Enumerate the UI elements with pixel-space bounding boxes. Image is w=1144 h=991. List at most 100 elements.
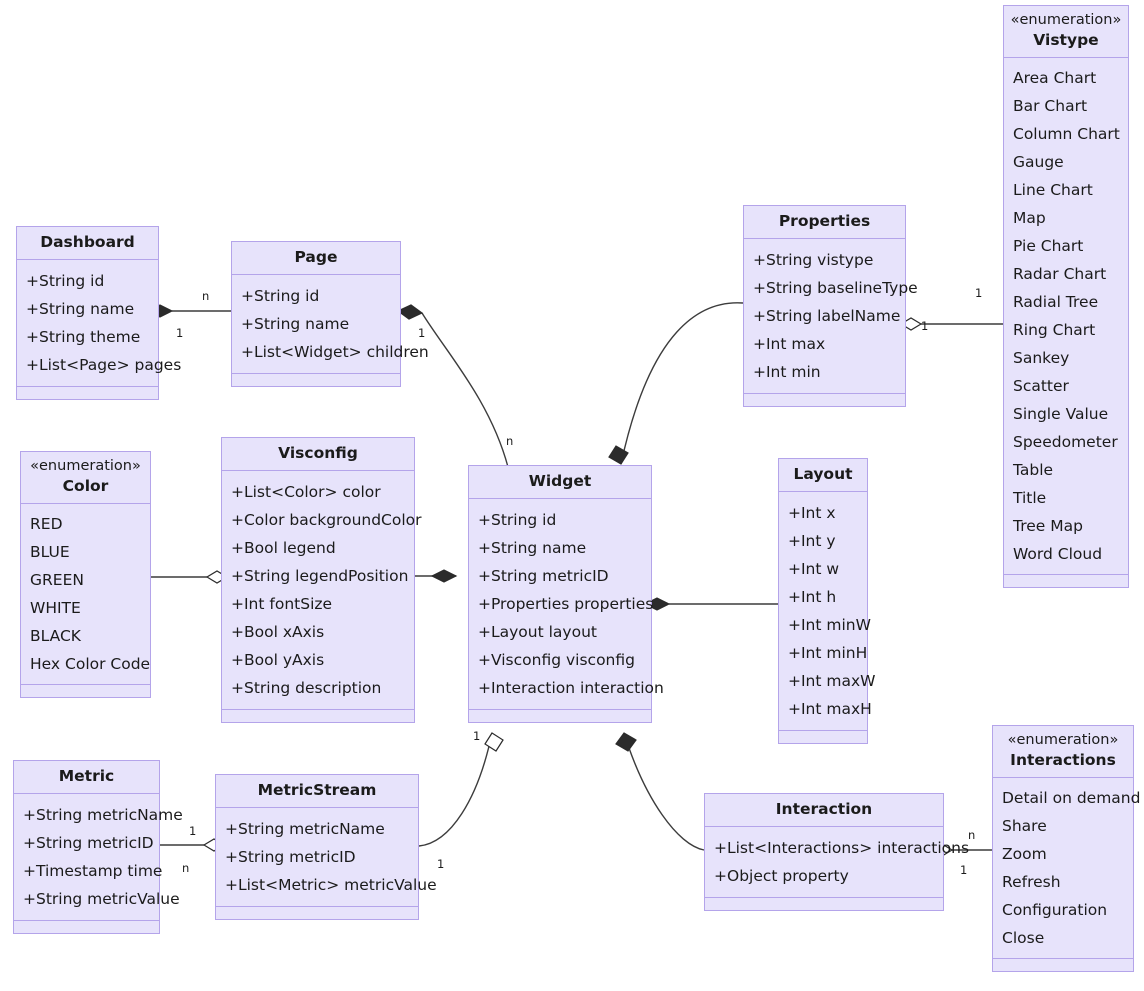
attr-row: +Bool legend xyxy=(231,539,336,557)
edge-properties-widget xyxy=(620,302,744,465)
attr-row: +Int fontSize xyxy=(231,595,333,613)
class-box-metricstream[interactable]: MetricStream +String metricName +String … xyxy=(215,774,437,920)
class-name-properties: Properties xyxy=(778,212,871,230)
attr-row: Table xyxy=(1013,461,1054,479)
attr-row: +String name xyxy=(26,300,135,318)
multiplicity-metricstream-widget-1: 1 xyxy=(437,857,445,871)
class-footer-page xyxy=(232,373,400,386)
attr-row: +String description xyxy=(231,679,382,697)
class-attrs-color: RED BLUE GREEN WHITE BLACK Hex Color Cod… xyxy=(21,504,150,684)
class-header-properties: Properties xyxy=(744,206,905,239)
attr-row: +List<Widget> children xyxy=(241,343,429,361)
class-header-page: Page xyxy=(232,242,400,275)
attr-row: +String metricID xyxy=(23,834,154,852)
attr-row: Share xyxy=(1002,817,1047,835)
class-name-dashboard: Dashboard xyxy=(40,233,135,251)
attr-row: +String id xyxy=(241,287,320,305)
multiplicity-properties-vistype-left: 1 xyxy=(921,319,929,333)
attr-row: +String metricName xyxy=(23,806,183,824)
class-footer-metricstream xyxy=(216,906,418,919)
class-header-widget: Widget xyxy=(469,466,651,499)
class-attrs-interaction: +List<Interactions> interactions +Object… xyxy=(705,827,970,897)
attr-row: Speedometer xyxy=(1013,433,1118,451)
class-box-interactions[interactable]: «enumeration» Interactions Detail on dem… xyxy=(992,725,1141,972)
stereotype-label-vistype: «enumeration» xyxy=(1010,12,1122,28)
class-header-layout: Layout xyxy=(779,459,867,492)
class-box-metric[interactable]: Metric +String metricName +String metric… xyxy=(13,760,183,934)
class-header-metricstream: MetricStream xyxy=(216,775,418,808)
attr-row: +Int h xyxy=(788,588,837,606)
class-box-properties[interactable]: Properties +String vistype +String basel… xyxy=(743,205,918,407)
class-name-interactions: Interactions xyxy=(1010,751,1116,769)
multiplicity-page-widget-n: n xyxy=(506,434,514,448)
class-name-interaction: Interaction xyxy=(775,800,873,818)
multiplicity-widget-metricstream-1: 1 xyxy=(473,729,481,743)
class-footer-color xyxy=(21,684,150,697)
attr-row: +String name xyxy=(241,315,350,333)
class-header-interactions: «enumeration» Interactions xyxy=(993,726,1133,778)
multiplicity-dashboard-page-1: 1 xyxy=(176,326,184,340)
class-footer-vistype xyxy=(1004,574,1128,587)
attr-row: +Bool xAxis xyxy=(231,623,325,641)
attr-row: +String baselineType xyxy=(753,279,918,297)
class-attrs-layout: +Int x +Int y +Int w +Int h +Int minW +I… xyxy=(779,492,876,730)
attr-row: +String vistype xyxy=(753,251,874,269)
attr-row: GREEN xyxy=(30,571,84,589)
attr-row: +Int x xyxy=(788,504,836,522)
attr-row: +Int maxW xyxy=(788,672,876,690)
class-attrs-metricstream: +String metricName +String metricID +Lis… xyxy=(216,808,437,906)
class-name-metricstream: MetricStream xyxy=(257,781,377,799)
stereotype-label-color: «enumeration» xyxy=(30,458,141,474)
attr-row: Ring Chart xyxy=(1013,321,1096,339)
class-header-dashboard: Dashboard xyxy=(17,227,158,260)
class-box-color[interactable]: «enumeration» Color RED BLUE GREEN WHITE… xyxy=(20,451,151,698)
attr-row: +String metricName xyxy=(225,820,385,838)
multiplicity-page-widget-1: 1 xyxy=(418,326,426,340)
attr-row: Zoom xyxy=(1002,845,1047,863)
attr-row: Refresh xyxy=(1002,873,1061,891)
attr-row: BLUE xyxy=(30,543,70,561)
class-box-widget[interactable]: Widget +String id +String name +String m… xyxy=(468,465,664,723)
edge-widget-interaction xyxy=(623,732,705,851)
class-footer-interaction xyxy=(705,897,943,910)
attr-row: +String id xyxy=(26,272,105,290)
attr-row: +String legendPosition xyxy=(231,567,409,585)
attr-row: Radial Tree xyxy=(1013,293,1099,311)
stereotype-label-interactions: «enumeration» xyxy=(1007,732,1119,748)
class-box-interaction[interactable]: Interaction +List<Interactions> interact… xyxy=(704,793,970,911)
class-header-color: «enumeration» Color xyxy=(21,452,150,504)
attr-row: Radar Chart xyxy=(1013,265,1107,283)
class-box-layout[interactable]: Layout +Int x +Int y +Int w +Int h +Int … xyxy=(778,458,876,744)
attr-row: RED xyxy=(30,515,63,533)
class-attrs-vistype: Area Chart Bar Chart Column Chart Gauge … xyxy=(1004,58,1128,574)
attr-row: +String id xyxy=(478,511,557,529)
class-attrs-widget: +String id +String name +String metricID… xyxy=(469,499,664,709)
class-box-dashboard[interactable]: Dashboard +String id +String name +Strin… xyxy=(16,226,181,400)
attr-row: +Int max xyxy=(753,335,826,353)
class-footer-interactions xyxy=(993,958,1133,971)
class-box-page[interactable]: Page +String id +String name +List<Widge… xyxy=(231,241,429,387)
attr-row: Line Chart xyxy=(1013,181,1093,199)
attr-row: +Int minW xyxy=(788,616,871,634)
attr-row: +String metricID xyxy=(478,567,609,585)
multiplicity-metric-metricstream-1: 1 xyxy=(189,824,197,838)
multiplicity-properties-vistype-right: 1 xyxy=(975,286,983,300)
attr-row: +String name xyxy=(478,539,587,557)
class-box-visconfig[interactable]: Visconfig +List<Color> color +Color back… xyxy=(221,437,422,723)
class-header-metric: Metric xyxy=(14,761,159,794)
class-footer-visconfig xyxy=(222,709,414,722)
multiplicity-dashboard-page-n: n xyxy=(202,289,210,303)
attr-row: +List<Interactions> interactions xyxy=(714,839,970,857)
attr-row: +Interaction interaction xyxy=(478,679,664,697)
class-box-vistype[interactable]: «enumeration» Vistype Area Chart Bar Cha… xyxy=(1003,5,1129,588)
attr-row: Area Chart xyxy=(1013,69,1097,87)
attr-row: Configuration xyxy=(1002,901,1108,919)
attr-row: WHITE xyxy=(30,599,81,617)
attr-row: +String metricValue xyxy=(23,890,180,908)
attr-row: Column Chart xyxy=(1013,125,1120,143)
attr-row: Pie Chart xyxy=(1013,237,1084,255)
class-header-interaction: Interaction xyxy=(705,794,943,827)
class-attrs-visconfig: +List<Color> color +Color backgroundColo… xyxy=(222,471,422,709)
attr-row: Scatter xyxy=(1013,377,1069,395)
attr-row: Detail on demand xyxy=(1002,789,1141,807)
